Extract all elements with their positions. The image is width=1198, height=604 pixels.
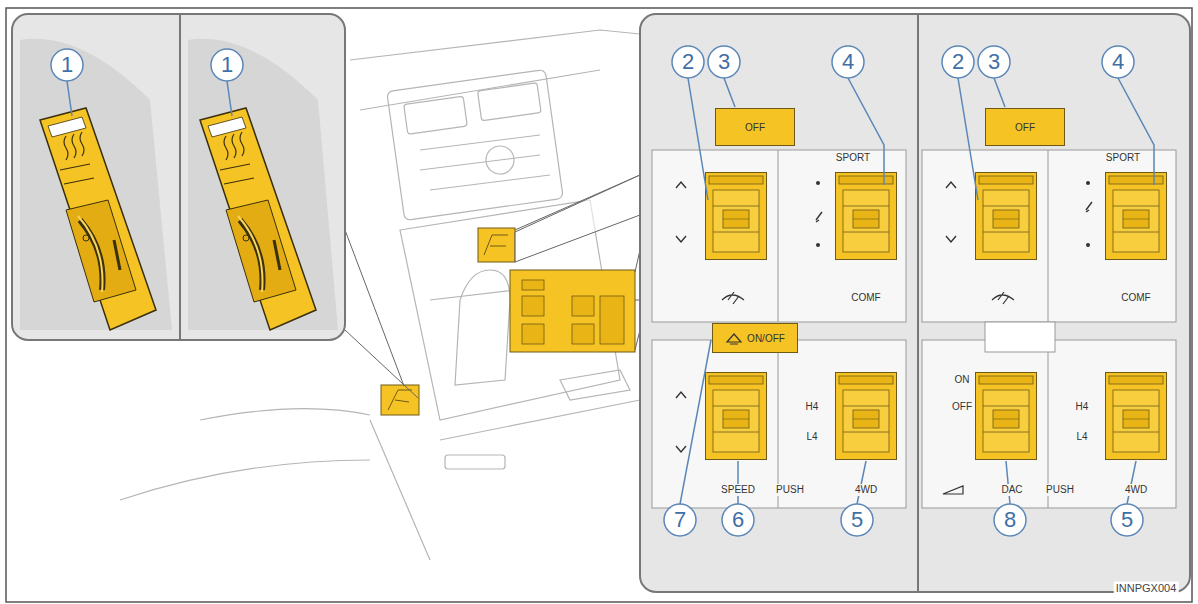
switch-label: L4 xyxy=(804,431,819,443)
callout-number: 3 xyxy=(718,51,730,73)
callout-number: 4 xyxy=(842,51,854,73)
button-text: OFF xyxy=(1015,122,1035,133)
button-text: ON/OFF xyxy=(747,333,785,344)
switch-label: COMF xyxy=(1119,292,1152,304)
switch-button: ON/OFF xyxy=(712,323,798,353)
switch-label: ON xyxy=(953,374,972,386)
switch-label: H4 xyxy=(1074,401,1091,413)
callout-number: 3 xyxy=(988,51,1000,73)
button-text: OFF xyxy=(745,122,765,133)
callout-number: 4 xyxy=(1112,51,1124,73)
figure-code: INNPGX004 xyxy=(1114,582,1179,595)
switch-label: SPEED xyxy=(719,484,757,496)
switch-label: SPORT xyxy=(1104,152,1142,164)
callout-number: 1 xyxy=(61,54,73,76)
switch-label: OFF xyxy=(950,401,974,413)
switch-label: SPORT xyxy=(834,152,872,164)
callout-number: 1 xyxy=(221,54,233,76)
switch-label: H4 xyxy=(804,401,821,413)
switch-label: PUSH xyxy=(1044,484,1076,496)
switch-label: PUSH xyxy=(774,484,806,496)
switch-button: OFF xyxy=(715,108,795,146)
callout-number: 5 xyxy=(1121,509,1133,531)
callout-number: 2 xyxy=(952,51,964,73)
lamp-icon xyxy=(725,331,743,345)
switch-label: DAC xyxy=(999,484,1024,496)
callout-number: 7 xyxy=(674,509,686,531)
callout-number: 2 xyxy=(682,51,694,73)
callout-number: 5 xyxy=(851,509,863,531)
switch-label: L4 xyxy=(1074,431,1089,443)
switch-label: 4WD xyxy=(1123,484,1149,496)
callout-number: 6 xyxy=(732,509,744,531)
switch-button: OFF xyxy=(985,108,1065,146)
callout-number: 8 xyxy=(1004,509,1016,531)
switch-label: 4WD xyxy=(853,484,879,496)
switch-label: COMF xyxy=(849,292,882,304)
